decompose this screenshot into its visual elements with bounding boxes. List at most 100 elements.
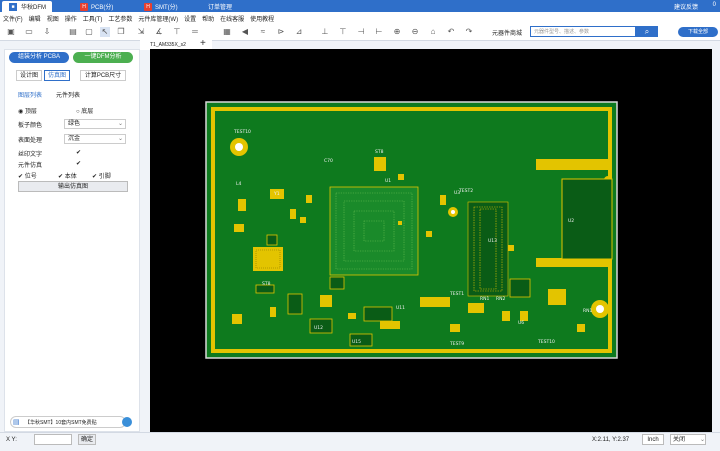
ic-packages (255, 234, 531, 347)
pcb-label: TEST9 (449, 341, 464, 347)
body-checkbox[interactable]: ✔ 本体 (58, 174, 77, 180)
confirm-button[interactable]: 确定 (78, 434, 96, 445)
align-left-icon[interactable]: ⊣ (357, 27, 365, 36)
top-layer-radio[interactable]: ◉ 顶层 (18, 106, 37, 115)
surface-finish-select[interactable]: 沉金⌄ (64, 134, 126, 144)
one-click-dfm-button[interactable]: 一键DFM分析 (73, 52, 133, 63)
radio-unchecked-icon: ○ (76, 109, 80, 115)
file-tab[interactable]: T1_AM335X_s2 (140, 40, 212, 50)
add-tab-icon[interactable]: + (200, 38, 206, 49)
pin-checkbox[interactable]: ✔ 引脚 (92, 174, 111, 180)
redo-icon[interactable]: ↷ (465, 27, 473, 36)
position-checkbox[interactable]: ✔ 位号 (18, 174, 37, 180)
board-color-value: 绿色 (68, 121, 81, 127)
download-all-button[interactable]: 下载全部 (678, 27, 718, 37)
frame-icon[interactable]: ▢ (85, 27, 93, 36)
menu-help[interactable]: 帮助 (202, 16, 215, 23)
measure-icon[interactable]: ⇲ (137, 27, 145, 36)
pcb-label: U12 (314, 325, 323, 331)
app-logo-icon: ■ (8, 1, 18, 12)
grid-icon[interactable]: ▦ (223, 27, 231, 36)
layer-list-tab[interactable]: 图层列表 (18, 93, 43, 99)
notification-counter[interactable]: 0 (712, 2, 716, 8)
board-color-select[interactable]: 绿色 ⌄ (64, 119, 126, 129)
feedback-link[interactable]: 建议反馈 (673, 5, 698, 11)
export-simulation-button[interactable]: 输出仿真图 (18, 181, 128, 192)
align-right-icon[interactable]: ⊢ (375, 27, 383, 36)
zoom-in-icon[interactable]: ⊕ (393, 27, 401, 36)
tab-pcb[interactable]: H PCB(分) (80, 1, 113, 12)
tab-order-management[interactable]: 订单管理 (208, 1, 232, 12)
tab-label: 华秋DFM (21, 5, 46, 11)
import-icon[interactable]: ⇩ (43, 27, 51, 36)
undo-icon[interactable]: ↶ (447, 27, 455, 36)
chevron-down-icon: ⌄ (117, 121, 123, 127)
menu-settings[interactable]: 设置 (184, 16, 197, 23)
calc-pcb-size-button[interactable]: 计算PCB尺寸 (80, 70, 126, 81)
pcba-analysis-button[interactable]: 组装分析 PCBA (9, 52, 69, 63)
ruler-icon[interactable]: ═ (192, 27, 198, 36)
grid-select[interactable]: 关闭 (670, 434, 706, 445)
pcb-label: RN1 (583, 308, 592, 314)
open-folder-icon[interactable]: ▭ (25, 27, 33, 36)
pcb-label: U1 (385, 178, 391, 184)
pcb-label: U13 (488, 238, 497, 244)
pcb-icon: H (80, 2, 88, 11)
menu-online-service[interactable]: 在线客服 (220, 16, 245, 23)
save-icon[interactable]: ▣ (7, 27, 15, 36)
pcb-label: L4 (236, 181, 242, 187)
home-icon[interactable]: ⌂ (430, 27, 436, 36)
design-view-tab[interactable]: 设计图 (16, 70, 42, 81)
menu-tutorial[interactable]: 使用教程 (250, 16, 275, 23)
component-sim-checkbox[interactable]: ✔ (76, 161, 82, 167)
zoom-out-icon[interactable]: ⊖ (411, 27, 419, 36)
pcb-label: TEST1 (449, 291, 464, 297)
arrow-angle-icon[interactable]: ≈ (260, 27, 266, 36)
select-cursor-icon[interactable]: ↖ (100, 27, 110, 37)
app-tab-bar: ■ 华秋DFM H PCB(分) H SMT(分) 订单管理 (0, 0, 720, 12)
tab-huaqiu-dfm[interactable]: ■ 华秋DFM (2, 1, 52, 12)
menu-operate[interactable]: 操作 (64, 16, 77, 23)
silkscreen-label: 丝印文字 (18, 152, 43, 158)
align-bottom-icon[interactable]: ⊥ (321, 27, 329, 36)
passive-components (232, 157, 585, 332)
body-label: 本体 (64, 174, 77, 180)
xy-label: X Y: (6, 437, 17, 443)
pcb-label: U6 (518, 320, 524, 326)
silkscreen-checkbox[interactable]: ✔ (76, 150, 82, 156)
menu-edit[interactable]: 编辑 (28, 16, 41, 23)
menu-process-params[interactable]: 工艺参数 (108, 16, 133, 23)
chat-icon[interactable] (122, 417, 132, 427)
smt-icon: H (144, 2, 152, 11)
pcb-canvas[interactable]: TEST10 ST8 U1 U2 U3 U13 U12 U15 TEST1 TE… (150, 49, 712, 432)
snap-icon[interactable]: ⊳ (277, 27, 285, 36)
component-list-tab[interactable]: 元件列表 (56, 93, 81, 99)
silkscreen-labels: TEST10 ST8 U1 U2 U3 U13 U12 U15 TEST1 TE… (233, 129, 592, 347)
tab-smt[interactable]: H SMT(分) (144, 1, 178, 12)
copy-icon[interactable]: ❐ (117, 27, 125, 36)
smt-promo-banner[interactable]: 【华秋SMT】10套内SMT免费贴 (10, 416, 126, 428)
tab-label: PCB(分) (91, 5, 114, 11)
pcb-label: ST8 (375, 149, 384, 155)
menu-file[interactable]: 文件(F) (3, 16, 23, 23)
pcb-label: Y1 (273, 191, 280, 197)
xy-input[interactable] (34, 434, 72, 445)
dimension-icon[interactable]: ⊤ (173, 27, 181, 36)
menu-tools[interactable]: 工具(T) (82, 16, 103, 23)
menu-view[interactable]: 视图 (46, 16, 59, 23)
bottom-layer-radio[interactable]: ○ 底层 (76, 106, 93, 115)
measure-angle-icon[interactable]: ∡ (155, 27, 163, 36)
search-button[interactable]: ⌕ (636, 26, 658, 37)
unit-toggle-button[interactable]: Inch (642, 434, 664, 445)
rotate-icon[interactable]: ◀ (241, 27, 249, 36)
chart-icon[interactable]: ⊿ (295, 27, 303, 36)
simulation-view-tab[interactable]: 仿真图 (44, 70, 70, 81)
layers-icon[interactable]: ▤ (69, 27, 77, 36)
pcb-label: RN1 (480, 296, 489, 302)
menu-bar: 文件(F) 编辑 视图 操作 工具(T) 工艺参数 元件库管理(W) 设置 帮助… (0, 12, 720, 24)
component-search-input[interactable]: 元器件型号、描述、参数 (530, 26, 636, 37)
chevron-down-icon: ⌄ (700, 437, 706, 443)
align-top-icon[interactable]: ⊤ (339, 27, 347, 36)
menu-component-library[interactable]: 元件库管理(W) (138, 16, 179, 23)
search-icon: ⌕ (644, 27, 650, 36)
